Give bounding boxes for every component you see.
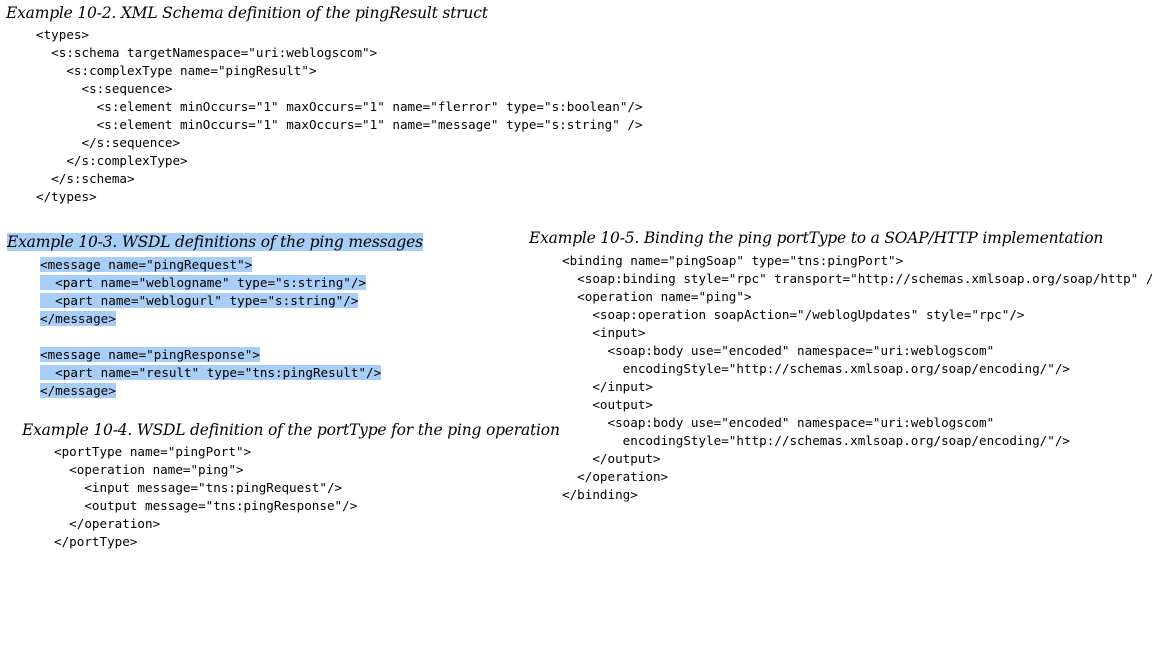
- example-caption: Example 10-4. WSDL definition of the por…: [22, 421, 560, 439]
- code-line: </input>: [562, 379, 653, 394]
- code-line: encodingStyle="http://schemas.xmlsoap.or…: [562, 433, 1070, 448]
- code-line: <message name="pingRequest">: [40, 257, 253, 272]
- code-line: <portType name="pingPort">: [54, 444, 252, 459]
- example-caption: Example 10-3. WSDL definitions of the pi…: [7, 233, 423, 251]
- code-line: <soap:body use="encoded" namespace="uri:…: [562, 343, 995, 358]
- code-line: <binding name="pingSoap" type="tns:pingP…: [562, 253, 904, 268]
- code-listing: <portType name="pingPort"> <operation na…: [54, 443, 560, 551]
- blank-line: [40, 328, 423, 346]
- code-line: <soap:body use="encoded" namespace="uri:…: [562, 415, 995, 430]
- code-listing: <binding name="pingSoap" type="tns:pingP…: [562, 252, 1152, 504]
- example-10-5: Example 10-5. Binding the ping portType …: [529, 229, 1152, 504]
- code-line: <s:element minOccurs="1" maxOccurs="1" n…: [36, 117, 643, 132]
- example-caption: Example 10-2. XML Schema definition of t…: [6, 4, 488, 22]
- code-line: </s:complexType>: [36, 153, 188, 168]
- code-line: </types>: [36, 189, 97, 204]
- code-line: <operation name="ping">: [54, 462, 244, 477]
- code-line: <part name="weblogurl" type="s:string"/>: [40, 293, 359, 308]
- code-line: <message name="pingResponse">: [40, 347, 260, 362]
- code-line: </output>: [562, 451, 661, 466]
- example-10-2: Example 10-2. XML Schema definition of t…: [6, 4, 643, 206]
- code-line: <input message="tns:pingRequest"/>: [54, 480, 343, 495]
- example-10-4: Example 10-4. WSDL definition of the por…: [22, 421, 560, 551]
- code-line: <output message="tns:pingResponse"/>: [54, 498, 358, 513]
- code-line: <input>: [562, 325, 646, 340]
- code-listing: <types> <s:schema targetNamespace="uri:w…: [36, 26, 643, 206]
- code-line: </portType>: [54, 534, 138, 549]
- code-line: <s:element minOccurs="1" maxOccurs="1" n…: [36, 99, 643, 114]
- code-line: </message>: [40, 383, 116, 398]
- code-line: <s:schema targetNamespace="uri:weblogsco…: [36, 45, 378, 60]
- code-line: <operation name="ping">: [562, 289, 752, 304]
- code-line: </message>: [40, 311, 116, 326]
- code-line: </s:schema>: [36, 171, 135, 186]
- code-line: <types>: [36, 27, 90, 42]
- example-caption: Example 10-5. Binding the ping portType …: [529, 229, 1104, 247]
- example-10-3: Example 10-3. WSDL definitions of the pi…: [7, 233, 423, 400]
- code-line: <s:sequence>: [36, 81, 173, 96]
- code-line: </operation>: [54, 516, 161, 531]
- code-line: <soap:binding style="rpc" transport="htt…: [562, 271, 1152, 286]
- code-line: </binding>: [562, 487, 638, 502]
- code-line: </operation>: [562, 469, 669, 484]
- code-line: <soap:operation soapAction="/weblogUpdat…: [562, 307, 1025, 322]
- code-line: <part name="result" type="tns:pingResult…: [40, 365, 382, 380]
- code-line: <output>: [562, 397, 653, 412]
- code-line: </s:sequence>: [36, 135, 181, 150]
- code-line: encodingStyle="http://schemas.xmlsoap.or…: [562, 361, 1070, 376]
- code-listing: <message name="pingRequest"> <part name=…: [40, 256, 423, 400]
- code-line: <part name="weblogname" type="s:string"/…: [40, 275, 367, 290]
- code-line: <s:complexType name="pingResult">: [36, 63, 317, 78]
